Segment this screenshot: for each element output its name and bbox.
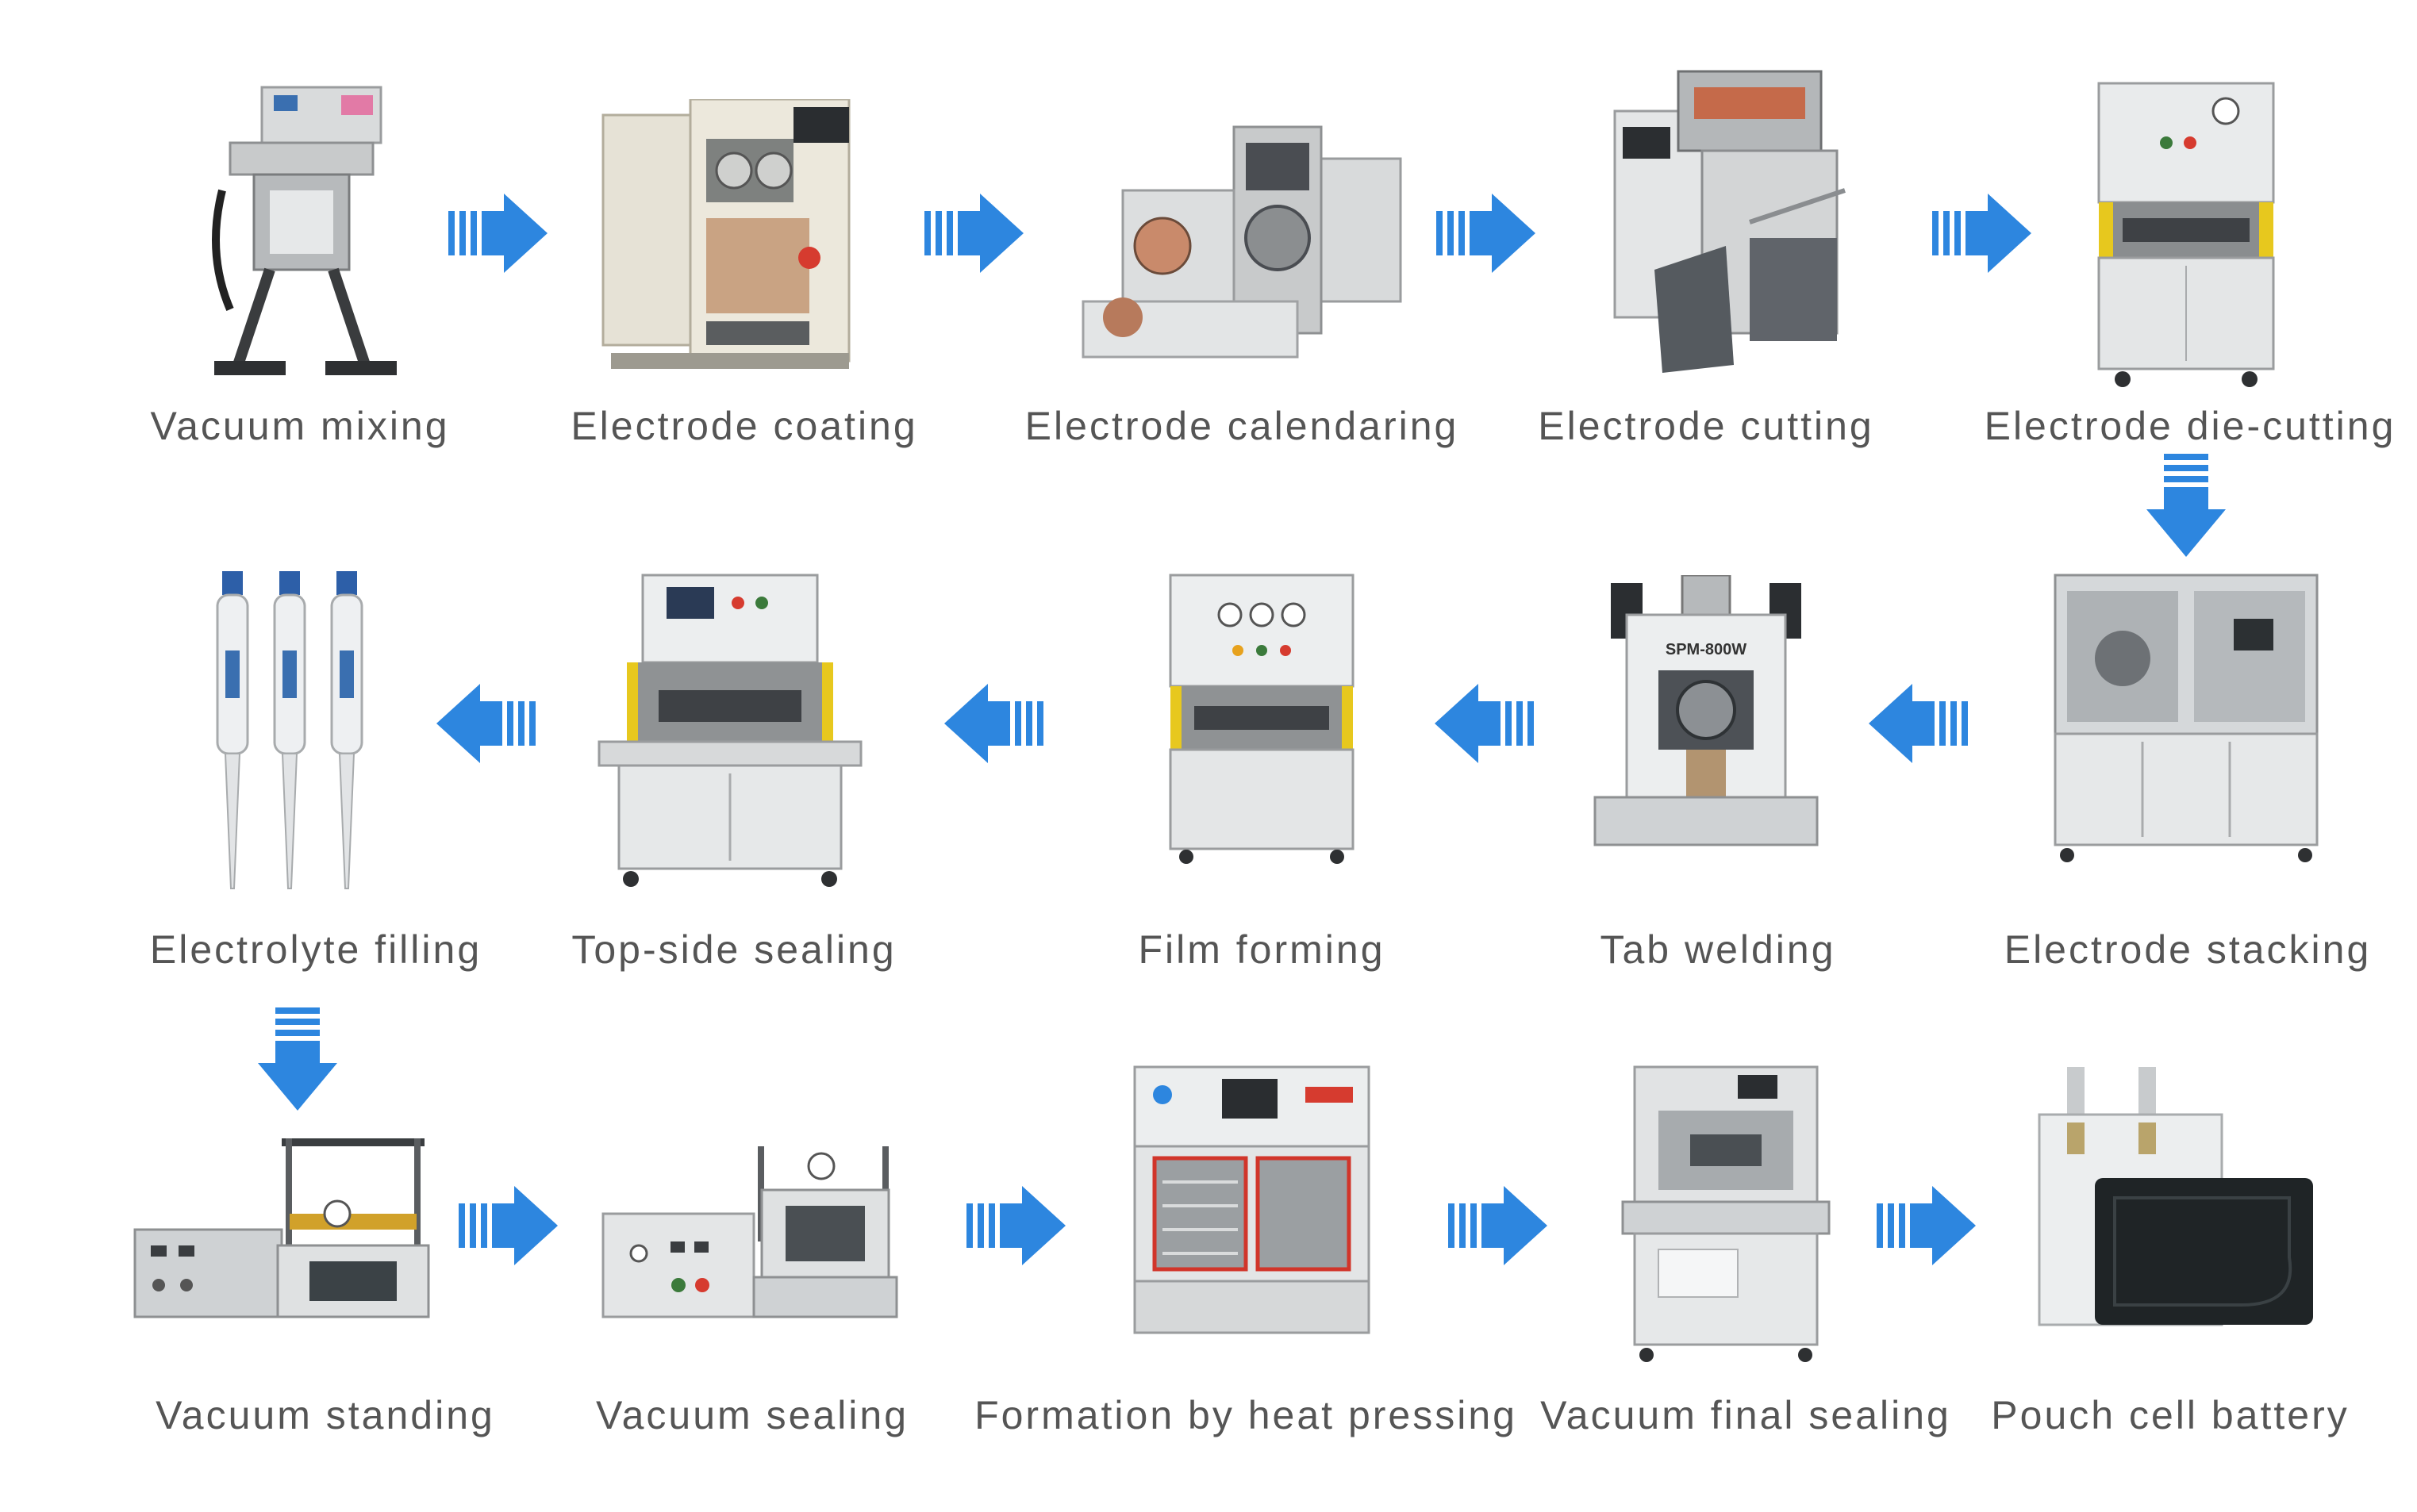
arrow-left-icon (1869, 684, 1968, 763)
film-forming-press-icon (1169, 574, 1355, 864)
step-label: Film forming (1138, 927, 1385, 972)
coating-machine-icon (601, 99, 851, 369)
final-sealer-icon (1621, 1065, 1831, 1362)
arrow-right-icon (1877, 1186, 1976, 1265)
arrow-down-icon (2146, 454, 2226, 557)
ultrasonic-welder-icon: SPM-800W (1593, 575, 1819, 846)
arrow-left-icon (436, 684, 536, 763)
step-label: Vacuum standing (156, 1393, 495, 1437)
step-label: Electrolyte filling (149, 927, 482, 972)
arrow-right-icon (448, 194, 548, 273)
step-label: Vacuum final sealing (1540, 1393, 1951, 1437)
arrow-left-icon (944, 684, 1043, 763)
vacuum-sealer-icon (601, 1146, 898, 1318)
step-label: Tab welding (1600, 927, 1836, 972)
arrow-right-icon (459, 1186, 558, 1265)
arrow-right-icon (924, 194, 1024, 273)
calender-machine-icon (1082, 125, 1402, 359)
pouch-cell-icon (2038, 1067, 2313, 1326)
arrow-right-icon (966, 1186, 1066, 1265)
step-label: Top-side sealing (571, 927, 897, 972)
slitting-machine-icon (1613, 70, 1846, 373)
vacuum-standing-box-icon (133, 1138, 430, 1318)
step-label: Electrode die-cutting (1984, 404, 2396, 448)
die-cutter-icon (2097, 82, 2275, 387)
arrow-down-icon (258, 1007, 337, 1111)
vacuum-mixer-icon (212, 86, 397, 375)
step-label: Electrode cutting (1538, 404, 1874, 448)
arrow-right-icon (1436, 194, 1535, 273)
step-label: Electrode calendaring (1024, 404, 1459, 448)
stacking-machine-icon (2054, 574, 2319, 862)
formation-cabinet-icon (1133, 1065, 1370, 1334)
arrow-right-icon (1932, 194, 2031, 273)
welder-model-text: SPM-800W (1666, 641, 1746, 658)
top-side-sealer-icon (598, 574, 863, 887)
step-label: Formation by heat pressing (974, 1393, 1517, 1437)
step-label: Electrode stacking (2004, 927, 2372, 972)
step-label: Vacuum sealing (595, 1393, 909, 1437)
step-label: Pouch cell battery (1991, 1393, 2350, 1437)
arrow-left-icon (1435, 684, 1534, 763)
pipette-icon (216, 571, 363, 889)
step-label: Electrode coating (571, 404, 918, 448)
arrow-right-icon (1448, 1186, 1547, 1265)
step-label: Vacuum mixing (150, 404, 450, 448)
